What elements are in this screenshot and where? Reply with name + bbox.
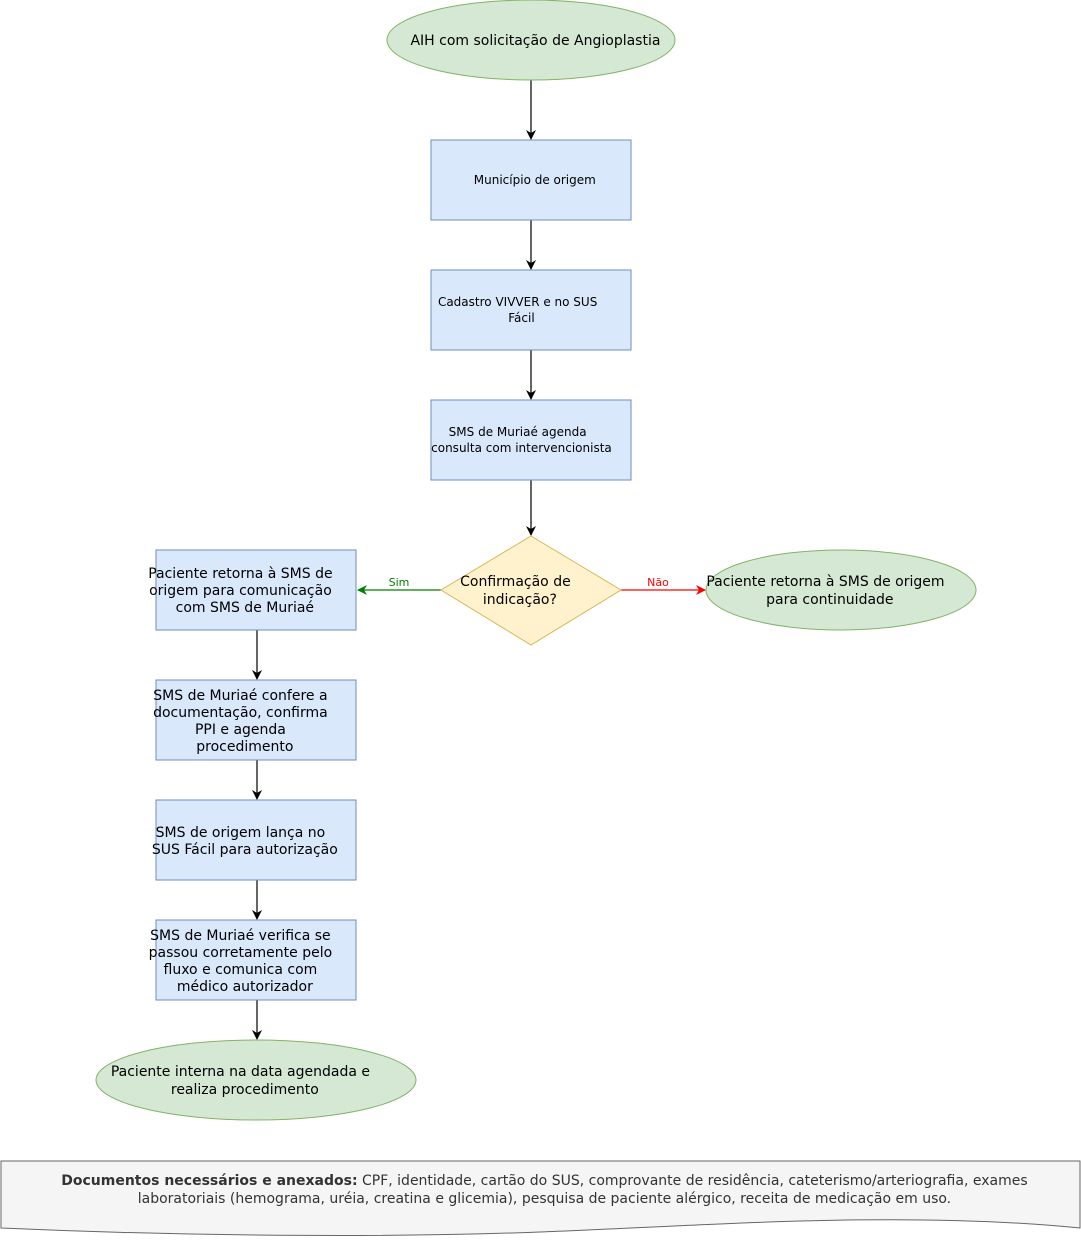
node-confere-label: SMS de Muriaé confere a documentação, co… <box>0 0 359 755</box>
node-start: AIH com solicitação de Angioplastia <box>379 0 682 81</box>
documents-note-text1: CPF, identidade, cartão do SUS, comprova… <box>358 1173 1028 1189</box>
node-start-shape <box>386 0 676 81</box>
node-interna-shape <box>95 1039 417 1121</box>
node-lanca-shape <box>155 799 357 881</box>
documents-note-text2: laboratoriais (hemograma, uréia, creatin… <box>138 1191 951 1207</box>
node-municipio-shape <box>430 139 632 221</box>
node-start-label: AIH com solicitação de Angioplastia <box>379 33 682 49</box>
node-retorna-comunicacao-label: Paciente retorna à SMS de origem para co… <box>0 0 364 616</box>
documents-note: Documentos necessários e anexados: CPF, … <box>0 1160 1081 1236</box>
node-agenda: SMS de Muriaé agenda consulta com interv… <box>0 0 632 481</box>
node-municipio-label: Município de origem <box>447 173 615 187</box>
node-decision-shape <box>440 535 622 646</box>
node-retorna-comunicacao: Paciente retorna à SMS de origem para co… <box>0 0 364 631</box>
node-retorna-continuidade: Paciente retorna à SMS de origem para co… <box>0 0 977 631</box>
documents-note-line2: laboratoriais (hemograma, uréia, creatin… <box>107 1191 974 1207</box>
node-retorna-continuidade-label: Paciente retorna à SMS de origem para co… <box>0 0 976 608</box>
documents-note-line1: Documentos necessários e anexados: CPF, … <box>30 1173 1050 1189</box>
documents-note-shape <box>0 1160 1081 1236</box>
edge-label-sim: Sim <box>389 576 410 589</box>
node-verifica-label: SMS de Muriaé verifica se passou correta… <box>0 0 363 995</box>
node-confere: SMS de Muriaé confere a documentação, co… <box>0 0 359 761</box>
edge-label-nao: Não <box>647 576 669 589</box>
connectors <box>252 80 706 1040</box>
node-municipio: Município de origem <box>430 139 632 221</box>
node-retorna-comunicacao-shape <box>155 549 357 631</box>
node-cadastro: Cadastro VIVVER e no SUS Fácil <box>0 0 632 351</box>
node-cadastro-shape <box>430 269 632 351</box>
node-interna: Paciente interna na data agendada e real… <box>0 0 417 1121</box>
node-confere-shape <box>155 679 357 761</box>
node-verifica-shape <box>155 919 357 1001</box>
node-agenda-shape <box>430 399 632 481</box>
node-retorna-continuidade-shape <box>705 549 977 631</box>
node-cadastro-label: Cadastro VIVVER e no SUS Fácil <box>0 0 624 325</box>
node-lanca: SMS de origem lança no SUS Fácil para au… <box>0 0 360 881</box>
documents-note-label: Documentos necessários e anexados: <box>61 1173 357 1189</box>
node-agenda-label: SMS de Muriaé agenda consulta com interv… <box>0 0 631 455</box>
node-interna-label: Paciente interna na data agendada e real… <box>0 0 401 1098</box>
node-lanca-label: SMS de origem lança no SUS Fácil para au… <box>0 0 360 858</box>
node-verifica: SMS de Muriaé verifica se passou correta… <box>0 0 363 1001</box>
node-decision: Confirmação de indicação? <box>0 0 622 646</box>
node-decision-label: Confirmação de indicação? <box>0 0 602 608</box>
